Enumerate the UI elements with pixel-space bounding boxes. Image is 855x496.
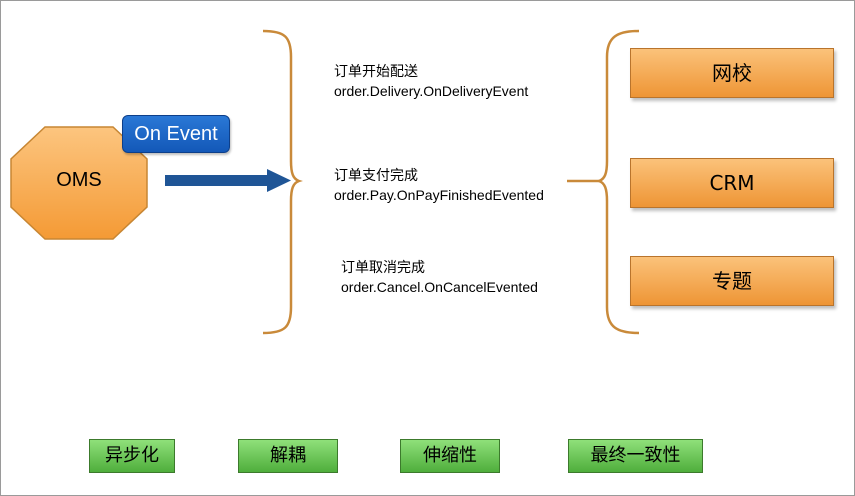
targets-brace bbox=[595, 29, 640, 335]
target-topic: 专题 bbox=[630, 256, 834, 306]
event-pay: 订单支付完成 order.Pay.OnPayFinishedEvented bbox=[334, 167, 544, 205]
event-name: 订单开始配送 bbox=[334, 64, 418, 80]
event-name: 订单取消完成 bbox=[341, 260, 425, 276]
event-delivery: 订单开始配送 order.Delivery.OnDeliveryEvent bbox=[334, 63, 528, 101]
event-code: order.Pay.OnPayFinishedEvented bbox=[334, 187, 544, 203]
target-online-school: 网校 bbox=[630, 48, 834, 98]
event-code: order.Cancel.OnCancelEvented bbox=[341, 279, 538, 295]
event-arrow bbox=[165, 169, 291, 192]
benefit-async: 异步化 bbox=[89, 439, 175, 473]
target-crm: CRM bbox=[630, 158, 834, 208]
event-cancel: 订单取消完成 order.Cancel.OnCancelEvented bbox=[341, 259, 538, 297]
event-code: order.Delivery.OnDeliveryEvent bbox=[334, 83, 529, 99]
on-event-badge: On Event bbox=[122, 115, 230, 153]
benefit-decoupling: 解耦 bbox=[238, 439, 338, 473]
oms-label: OMS bbox=[56, 169, 102, 191]
benefit-eventual-consistency: 最终一致性 bbox=[568, 439, 703, 473]
event-name: 订单支付完成 bbox=[334, 168, 418, 184]
benefit-scalability: 伸缩性 bbox=[400, 439, 500, 473]
events-brace-left bbox=[262, 29, 303, 335]
